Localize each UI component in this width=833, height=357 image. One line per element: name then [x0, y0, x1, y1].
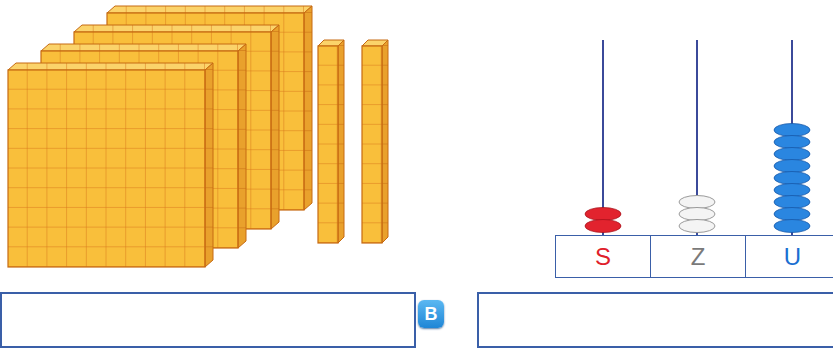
place-value-cell: S — [555, 235, 651, 278]
icon-letter: B — [425, 304, 438, 325]
exercise-icon: B — [418, 300, 444, 328]
place-value-cell: U — [745, 235, 833, 278]
place-label: Z — [691, 243, 706, 271]
place-value-cell: Z — [650, 235, 746, 278]
place-label: U — [784, 243, 801, 271]
place-label: S — [595, 243, 611, 271]
